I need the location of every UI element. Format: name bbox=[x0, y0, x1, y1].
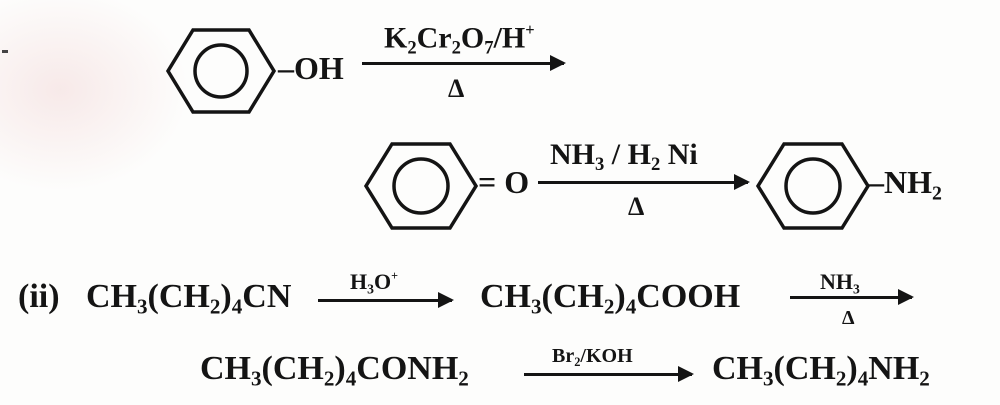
ketone-group: = O bbox=[478, 164, 530, 200]
hofmann-reagent: Br2/KOH bbox=[552, 345, 633, 369]
hydroxyl-group: –OH bbox=[278, 50, 344, 86]
ammonia-reagent: NH3 bbox=[820, 269, 860, 297]
amine-product: CH3(CH2)4NH2 bbox=[712, 350, 930, 391]
reaction-arrow-5 bbox=[524, 366, 694, 382]
benzene-ring-ketone bbox=[363, 142, 479, 230]
heat-symbol-1: Δ bbox=[448, 74, 465, 103]
oxidation-reagent: K2Cr2O7/H+ bbox=[384, 20, 535, 59]
reaction-arrow-1 bbox=[362, 55, 566, 71]
heat-symbol-2: Δ bbox=[628, 192, 645, 221]
nitrile-reactant: CH3(CH2)4CN bbox=[86, 278, 292, 319]
amide-reactant: CH3(CH2)4CONH2 bbox=[200, 350, 469, 391]
heat-symbol-3: Δ bbox=[842, 307, 855, 329]
hydrolysis-reagent: H3O+ bbox=[350, 269, 398, 297]
amination-reagent: NH3 / H2 Ni bbox=[550, 138, 698, 175]
reaction-arrow-2 bbox=[538, 174, 750, 190]
benzene-ring-phenol bbox=[165, 28, 277, 114]
page-stain bbox=[0, 0, 200, 200]
amine-group: –NH2 bbox=[868, 164, 942, 205]
carboxylic-acid-intermediate: CH3(CH2)4COOH bbox=[480, 278, 741, 319]
benzene-ring-amine bbox=[755, 142, 871, 230]
reaction-arrow-3 bbox=[318, 292, 454, 308]
part-label: (ii) bbox=[18, 278, 60, 315]
margin-mark bbox=[2, 50, 8, 53]
reaction-arrow-4 bbox=[790, 289, 914, 305]
